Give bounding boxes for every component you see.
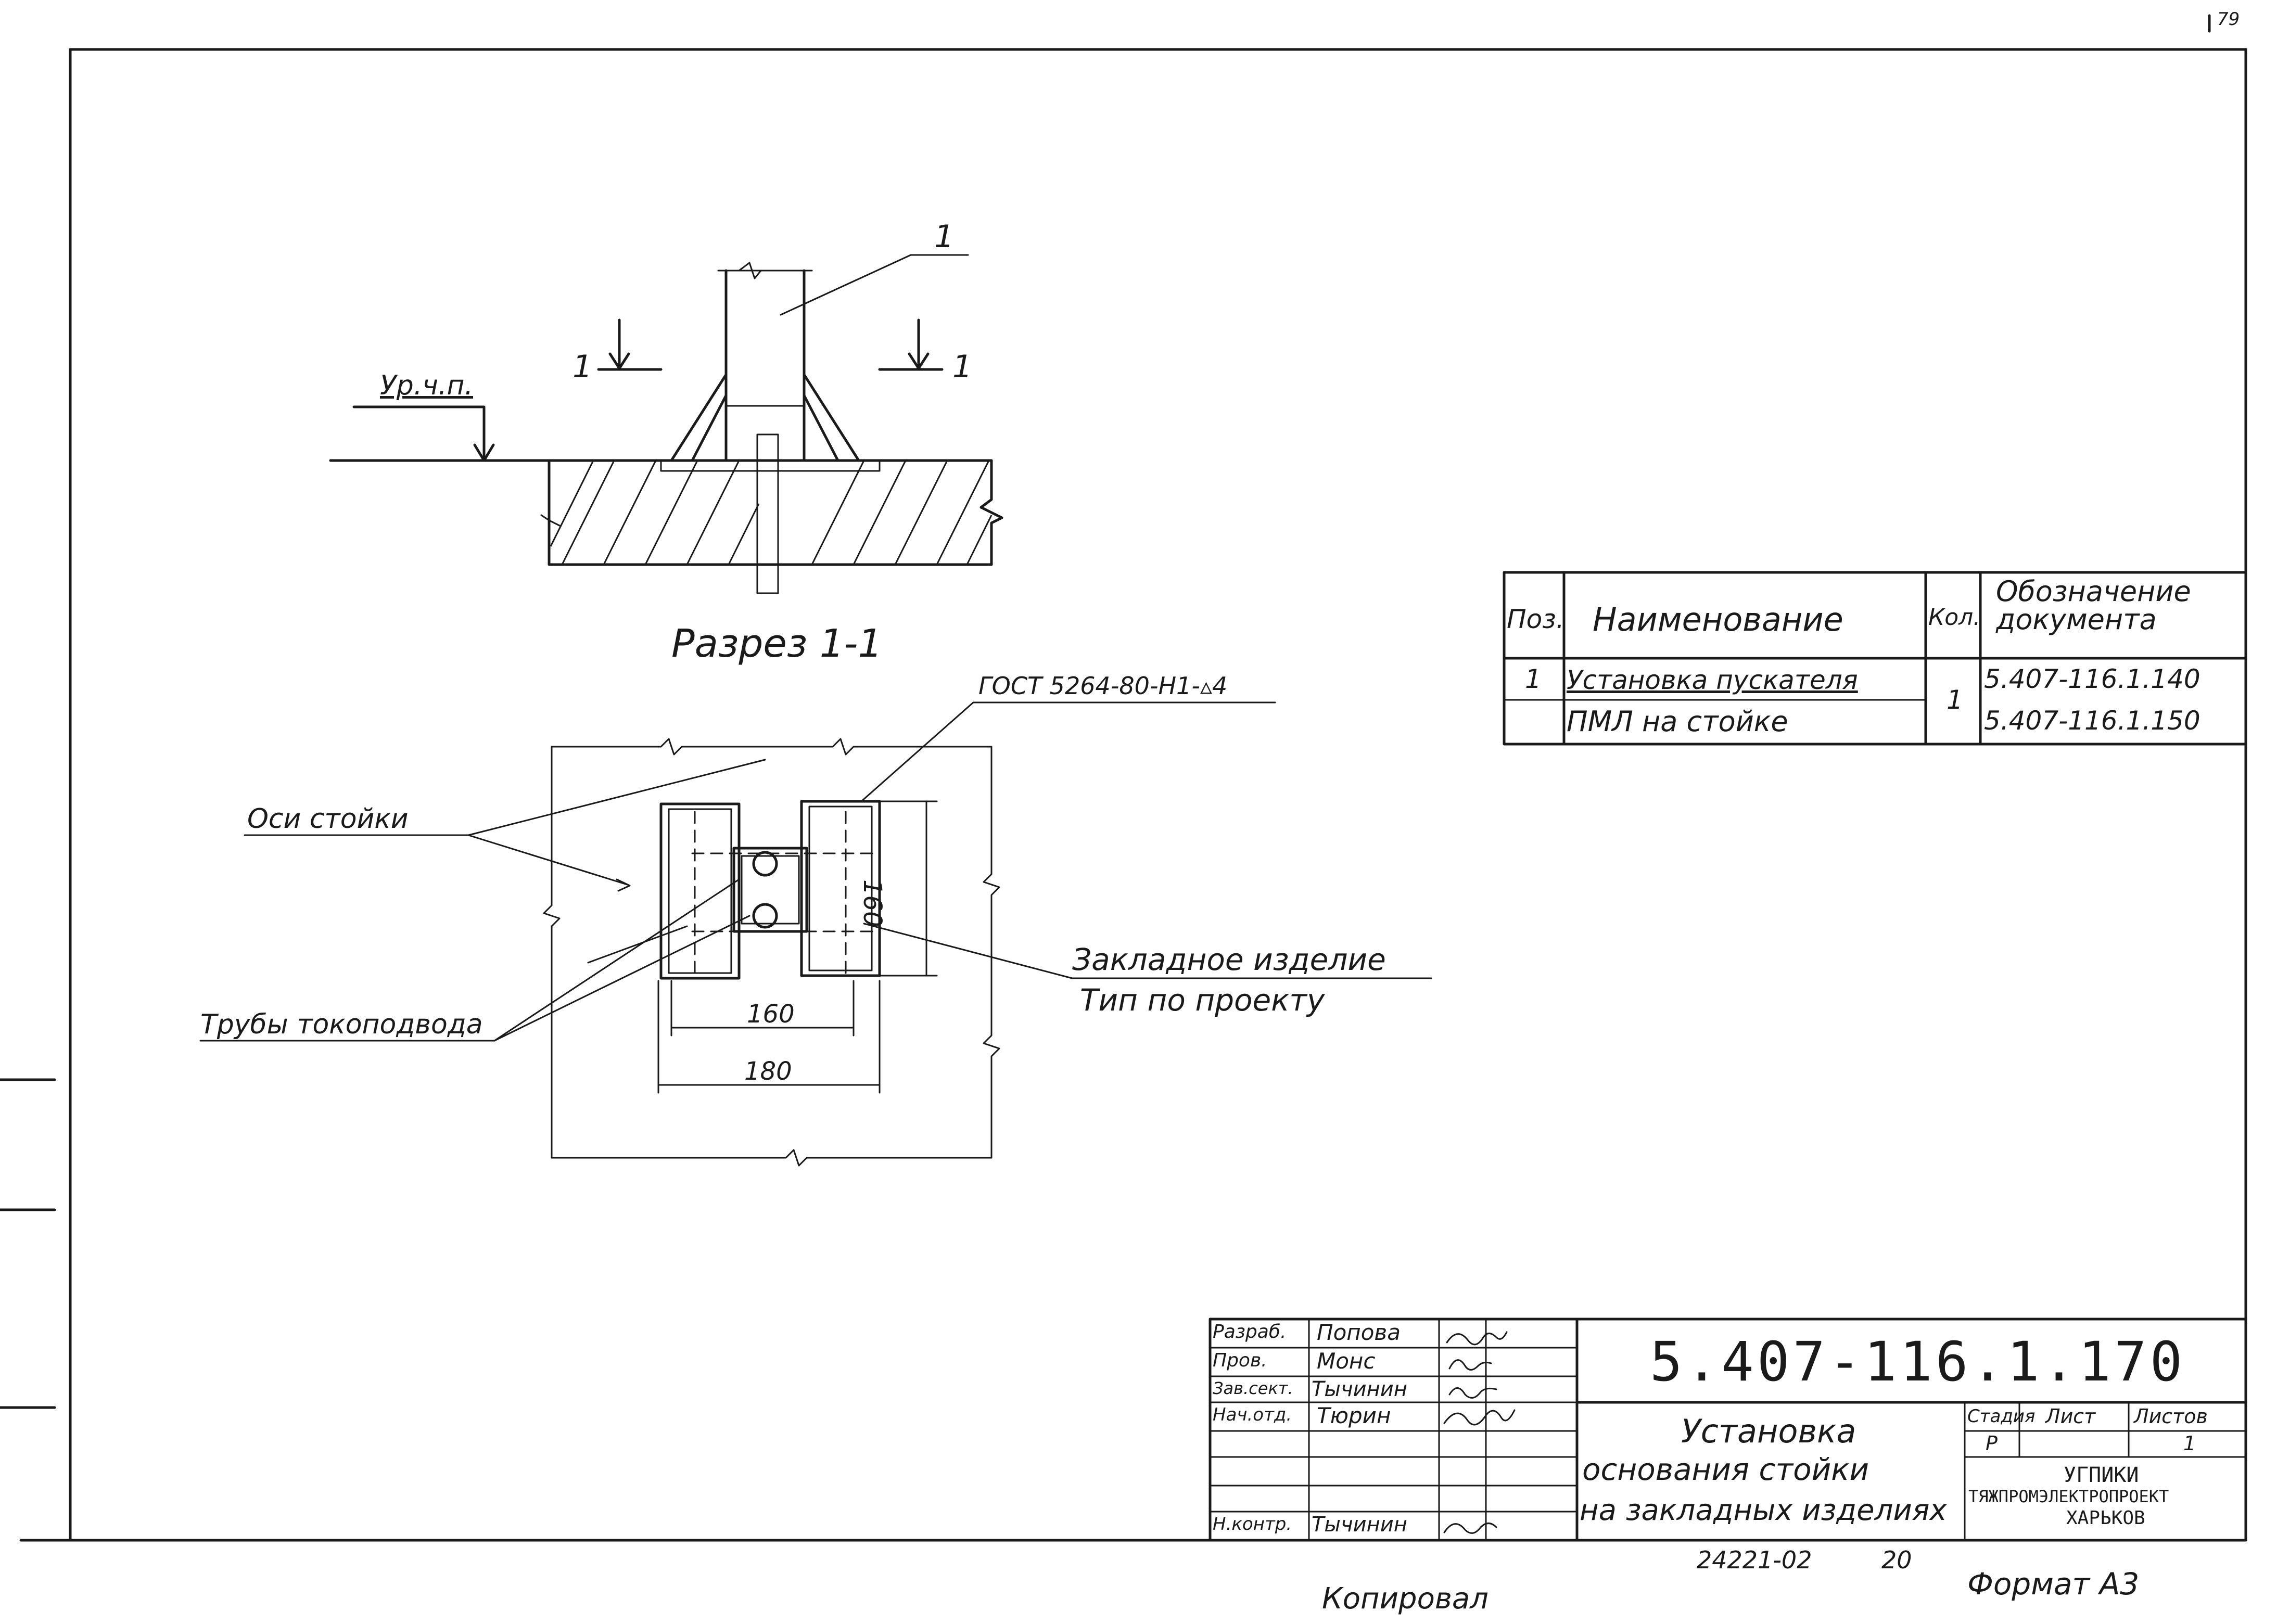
- dimension-180: 180: [744, 1057, 792, 1086]
- spec-header-name: Наименование: [1593, 600, 1843, 638]
- sheets-value: 1: [2183, 1432, 2196, 1455]
- page-number: 79: [2217, 9, 2240, 30]
- spec-row-name-1: Установка пускателя: [1567, 665, 1858, 695]
- sheets-header: Листов: [2134, 1405, 2208, 1428]
- callout-position-1: 1: [934, 219, 955, 255]
- stage-header: Стадия: [1967, 1406, 2036, 1427]
- section-view: [329, 254, 1003, 594]
- concrete-hatch: [550, 460, 993, 565]
- title-block-grid: [1209, 1318, 2247, 1542]
- stage-value: Р: [1986, 1432, 1998, 1455]
- sign-name-sector-head: Тычинин: [1312, 1377, 1407, 1401]
- format-label: Формат А3: [1967, 1566, 2140, 1602]
- signatures: [1443, 1331, 1516, 1534]
- sign-name-norm-control: Тычинин: [1312, 1513, 1407, 1537]
- sheet-frame: [0, 14, 2247, 1542]
- weld-note: ГОСТ 5264-80-Н1-▵4: [978, 672, 1228, 700]
- section-mark-right: 1: [952, 349, 973, 385]
- drawing-title-3: на закладных изделиях: [1580, 1493, 1947, 1527]
- document-code: 5.407-116.1.170: [1650, 1330, 2186, 1393]
- drawing-title-2: основания стойки: [1582, 1452, 1869, 1487]
- embed-label: Закладное изделие: [1072, 942, 1386, 977]
- spec-header-doc: Обозначение документа: [1996, 575, 2191, 636]
- spec-row-doc-1: 5.407-116.1.140: [1984, 664, 2200, 694]
- sign-role-developer: Разраб.: [1213, 1321, 1287, 1342]
- dimension-160-horizontal: 160: [747, 1000, 795, 1029]
- dimension-160-vertical: 160: [858, 879, 887, 927]
- organization-1: УГПИКИ: [2064, 1463, 2139, 1487]
- organization-2: ТЯЖПРОМЭЛЕКТРОПРОЕКТ: [1968, 1487, 2169, 1506]
- plan-view: [199, 701, 1432, 1167]
- inventory-page: 20: [1881, 1546, 1912, 1574]
- section-title: Разрез 1-1: [671, 621, 883, 666]
- spec-table-grid: [1503, 571, 2247, 746]
- embed-type-label: Тип по проекту: [1080, 982, 1325, 1018]
- level-label: Ур.ч.п.: [380, 370, 474, 401]
- spec-row-qty: 1: [1947, 685, 1963, 715]
- sign-role-checker: Пров.: [1213, 1350, 1267, 1371]
- organization-3: ХАРЬКОВ: [2066, 1507, 2145, 1529]
- drawing-title-1: Установка: [1681, 1412, 1856, 1450]
- pipes-label: Трубы токоподвода: [200, 1009, 483, 1040]
- spec-row-pos: 1: [1525, 664, 1542, 694]
- sign-name-dept-head: Тюрин: [1317, 1403, 1391, 1428]
- sign-role-norm-control: Н.контр.: [1213, 1514, 1292, 1535]
- section-mark-left: 1: [573, 349, 593, 385]
- sheet-header: Лист: [2045, 1405, 2096, 1428]
- copied-by-label: Копировал: [1322, 1582, 1489, 1616]
- spec-header-qty: Кол.: [1928, 604, 1981, 631]
- sign-role-dept-head: Нач.отд.: [1213, 1404, 1292, 1425]
- sign-name-checker: Монс: [1317, 1348, 1376, 1374]
- sign-name-developer: Попова: [1317, 1320, 1401, 1345]
- spec-header-pos: Поз.: [1507, 604, 1564, 634]
- sign-role-sector-head: Зав.сект.: [1213, 1378, 1293, 1398]
- spec-row-name-2: ПМЛ на стойке: [1567, 705, 1788, 738]
- spec-row-doc-2: 5.407-116.1.150: [1984, 706, 2200, 736]
- axes-label: Оси стойки: [247, 803, 409, 835]
- inventory-number: 24221-02: [1697, 1546, 1812, 1574]
